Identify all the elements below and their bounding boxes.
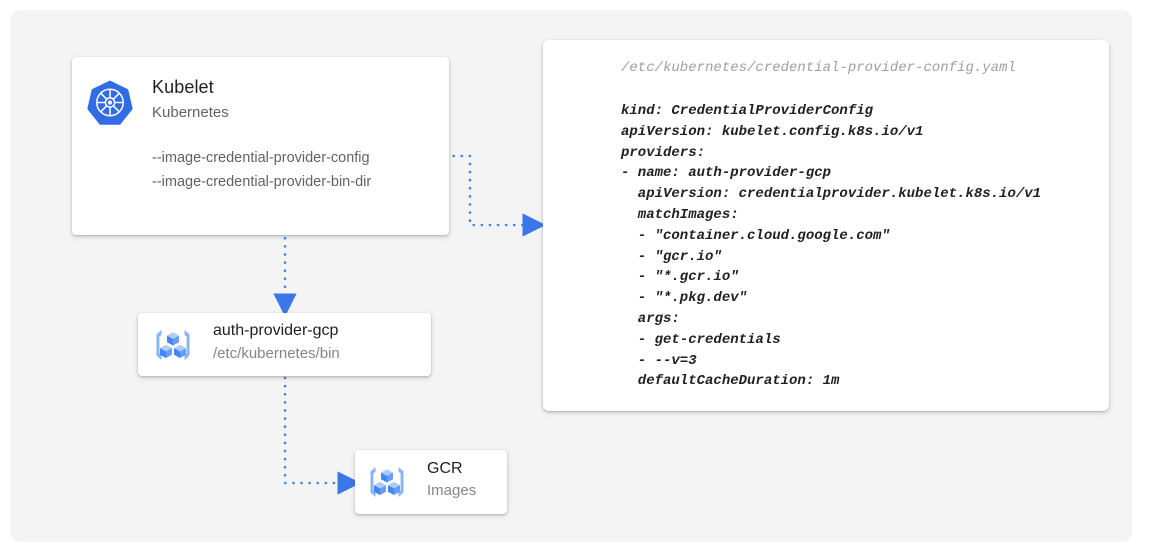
yaml-content: kind: CredentialProviderConfig apiVersio… <box>621 103 1042 390</box>
auth-provider-gcp-path: /etc/kubernetes/bin <box>213 345 340 362</box>
cube-bottom-left <box>374 481 386 495</box>
credential-provider-config-panel[interactable]: /etc/kubernetes/credential-provider-conf… <box>543 40 1109 411</box>
kubelet-flag-config: --image-credential-provider-config <box>152 150 370 166</box>
gcr-icon <box>151 323 195 367</box>
cube-bottom-right <box>174 344 186 358</box>
cube-top <box>167 332 179 346</box>
gcr-card-subtitle: Images <box>427 482 477 499</box>
cube-bottom-right <box>388 481 400 495</box>
kubelet-card[interactable]: Kubelet Kubernetes --image-credential-pr… <box>72 57 449 235</box>
auth-provider-gcp-title: auth-provider-gcp <box>213 322 339 339</box>
kubernetes-icon <box>86 78 134 126</box>
kubelet-card-flags: --image-credential-provider-config --ima… <box>152 146 371 194</box>
gcr-card[interactable]: GCR Images <box>355 450 507 514</box>
cube-top <box>381 469 393 483</box>
gcr-icon <box>365 460 409 504</box>
kubelet-card-title: Kubelet <box>152 77 214 97</box>
gcr-card-title: GCR <box>427 460 463 477</box>
kubelet-flag-bin-dir: --image-credential-provider-bin-dir <box>152 174 372 190</box>
cube-bottom-left <box>160 344 172 358</box>
yaml-file-path: /etc/kubernetes/credential-provider-conf… <box>621 60 1016 76</box>
auth-provider-gcp-card[interactable]: auth-provider-gcp /etc/kubernetes/bin <box>138 313 431 376</box>
kubelet-card-subtitle: Kubernetes <box>152 104 229 121</box>
